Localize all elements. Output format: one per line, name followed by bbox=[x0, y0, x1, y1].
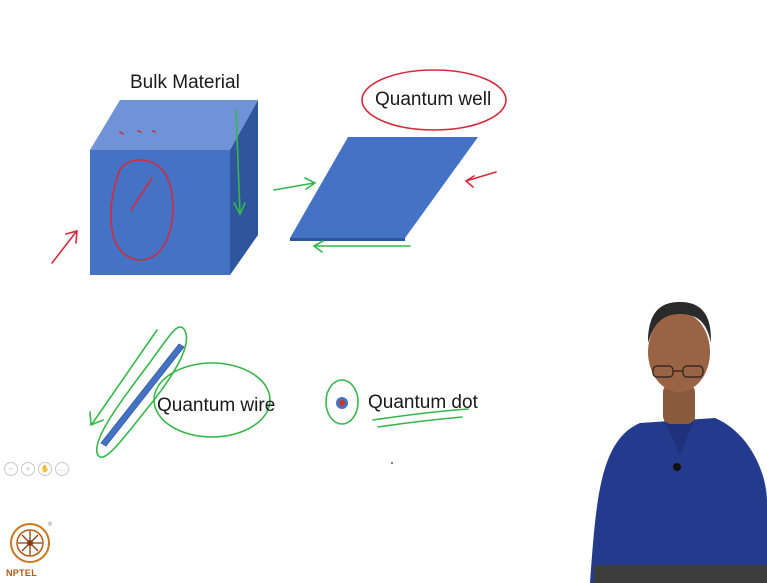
cube-front-face bbox=[90, 150, 230, 275]
quantum-well-label: Quantum well bbox=[375, 89, 492, 110]
cube-green-annotation bbox=[233, 109, 317, 216]
dot-green-underline bbox=[372, 408, 469, 428]
presenter-shirt bbox=[590, 418, 767, 583]
cube-red-arrow bbox=[51, 229, 78, 264]
cube-green-arrow-down bbox=[233, 109, 246, 216]
well-red-arrow bbox=[464, 171, 497, 188]
viewer-controls: − + ✋ … bbox=[4, 462, 69, 476]
quantum-dot bbox=[325, 379, 359, 425]
wire-green-annotation bbox=[89, 326, 271, 458]
more-icon[interactable]: … bbox=[55, 462, 69, 476]
wire-green-arrow bbox=[89, 329, 158, 427]
nptel-logo: ® bbox=[10, 521, 53, 563]
hand-icon[interactable]: ✋ bbox=[38, 462, 52, 476]
bulk-cube bbox=[90, 100, 258, 275]
presenter bbox=[590, 302, 767, 583]
well-red-annotation bbox=[361, 69, 507, 188]
lapel-microphone bbox=[673, 463, 681, 471]
cube-red-radius bbox=[130, 177, 153, 211]
cube-red-circle bbox=[110, 159, 174, 261]
stray-dot bbox=[391, 462, 393, 464]
svg-text:®: ® bbox=[47, 521, 53, 528]
cube-top-face bbox=[90, 100, 258, 150]
desk-edge bbox=[594, 565, 767, 583]
nptel-logo-text: NPTEL bbox=[6, 568, 38, 578]
zoom-in-icon[interactable]: + bbox=[21, 462, 35, 476]
quantum-wire-label: Quantum wire bbox=[157, 395, 276, 416]
quantum-dot-label: Quantum dot bbox=[368, 392, 478, 413]
cube-red-ticks bbox=[119, 130, 156, 135]
bulk-material-label: Bulk Material bbox=[130, 72, 240, 93]
quantum-wire-rod bbox=[100, 343, 185, 447]
cube-to-well-arrow bbox=[273, 177, 317, 191]
cube-red-annotation bbox=[51, 130, 174, 264]
well-red-ellipse bbox=[361, 69, 507, 131]
quantum-well-plate bbox=[290, 137, 478, 241]
wire-green-ellipse bbox=[153, 362, 271, 438]
zoom-out-icon[interactable]: − bbox=[4, 462, 18, 476]
presenter-neck bbox=[663, 384, 695, 424]
presenter-hair bbox=[648, 302, 712, 343]
presenter-face bbox=[648, 312, 710, 392]
well-green-arrow bbox=[312, 240, 411, 253]
